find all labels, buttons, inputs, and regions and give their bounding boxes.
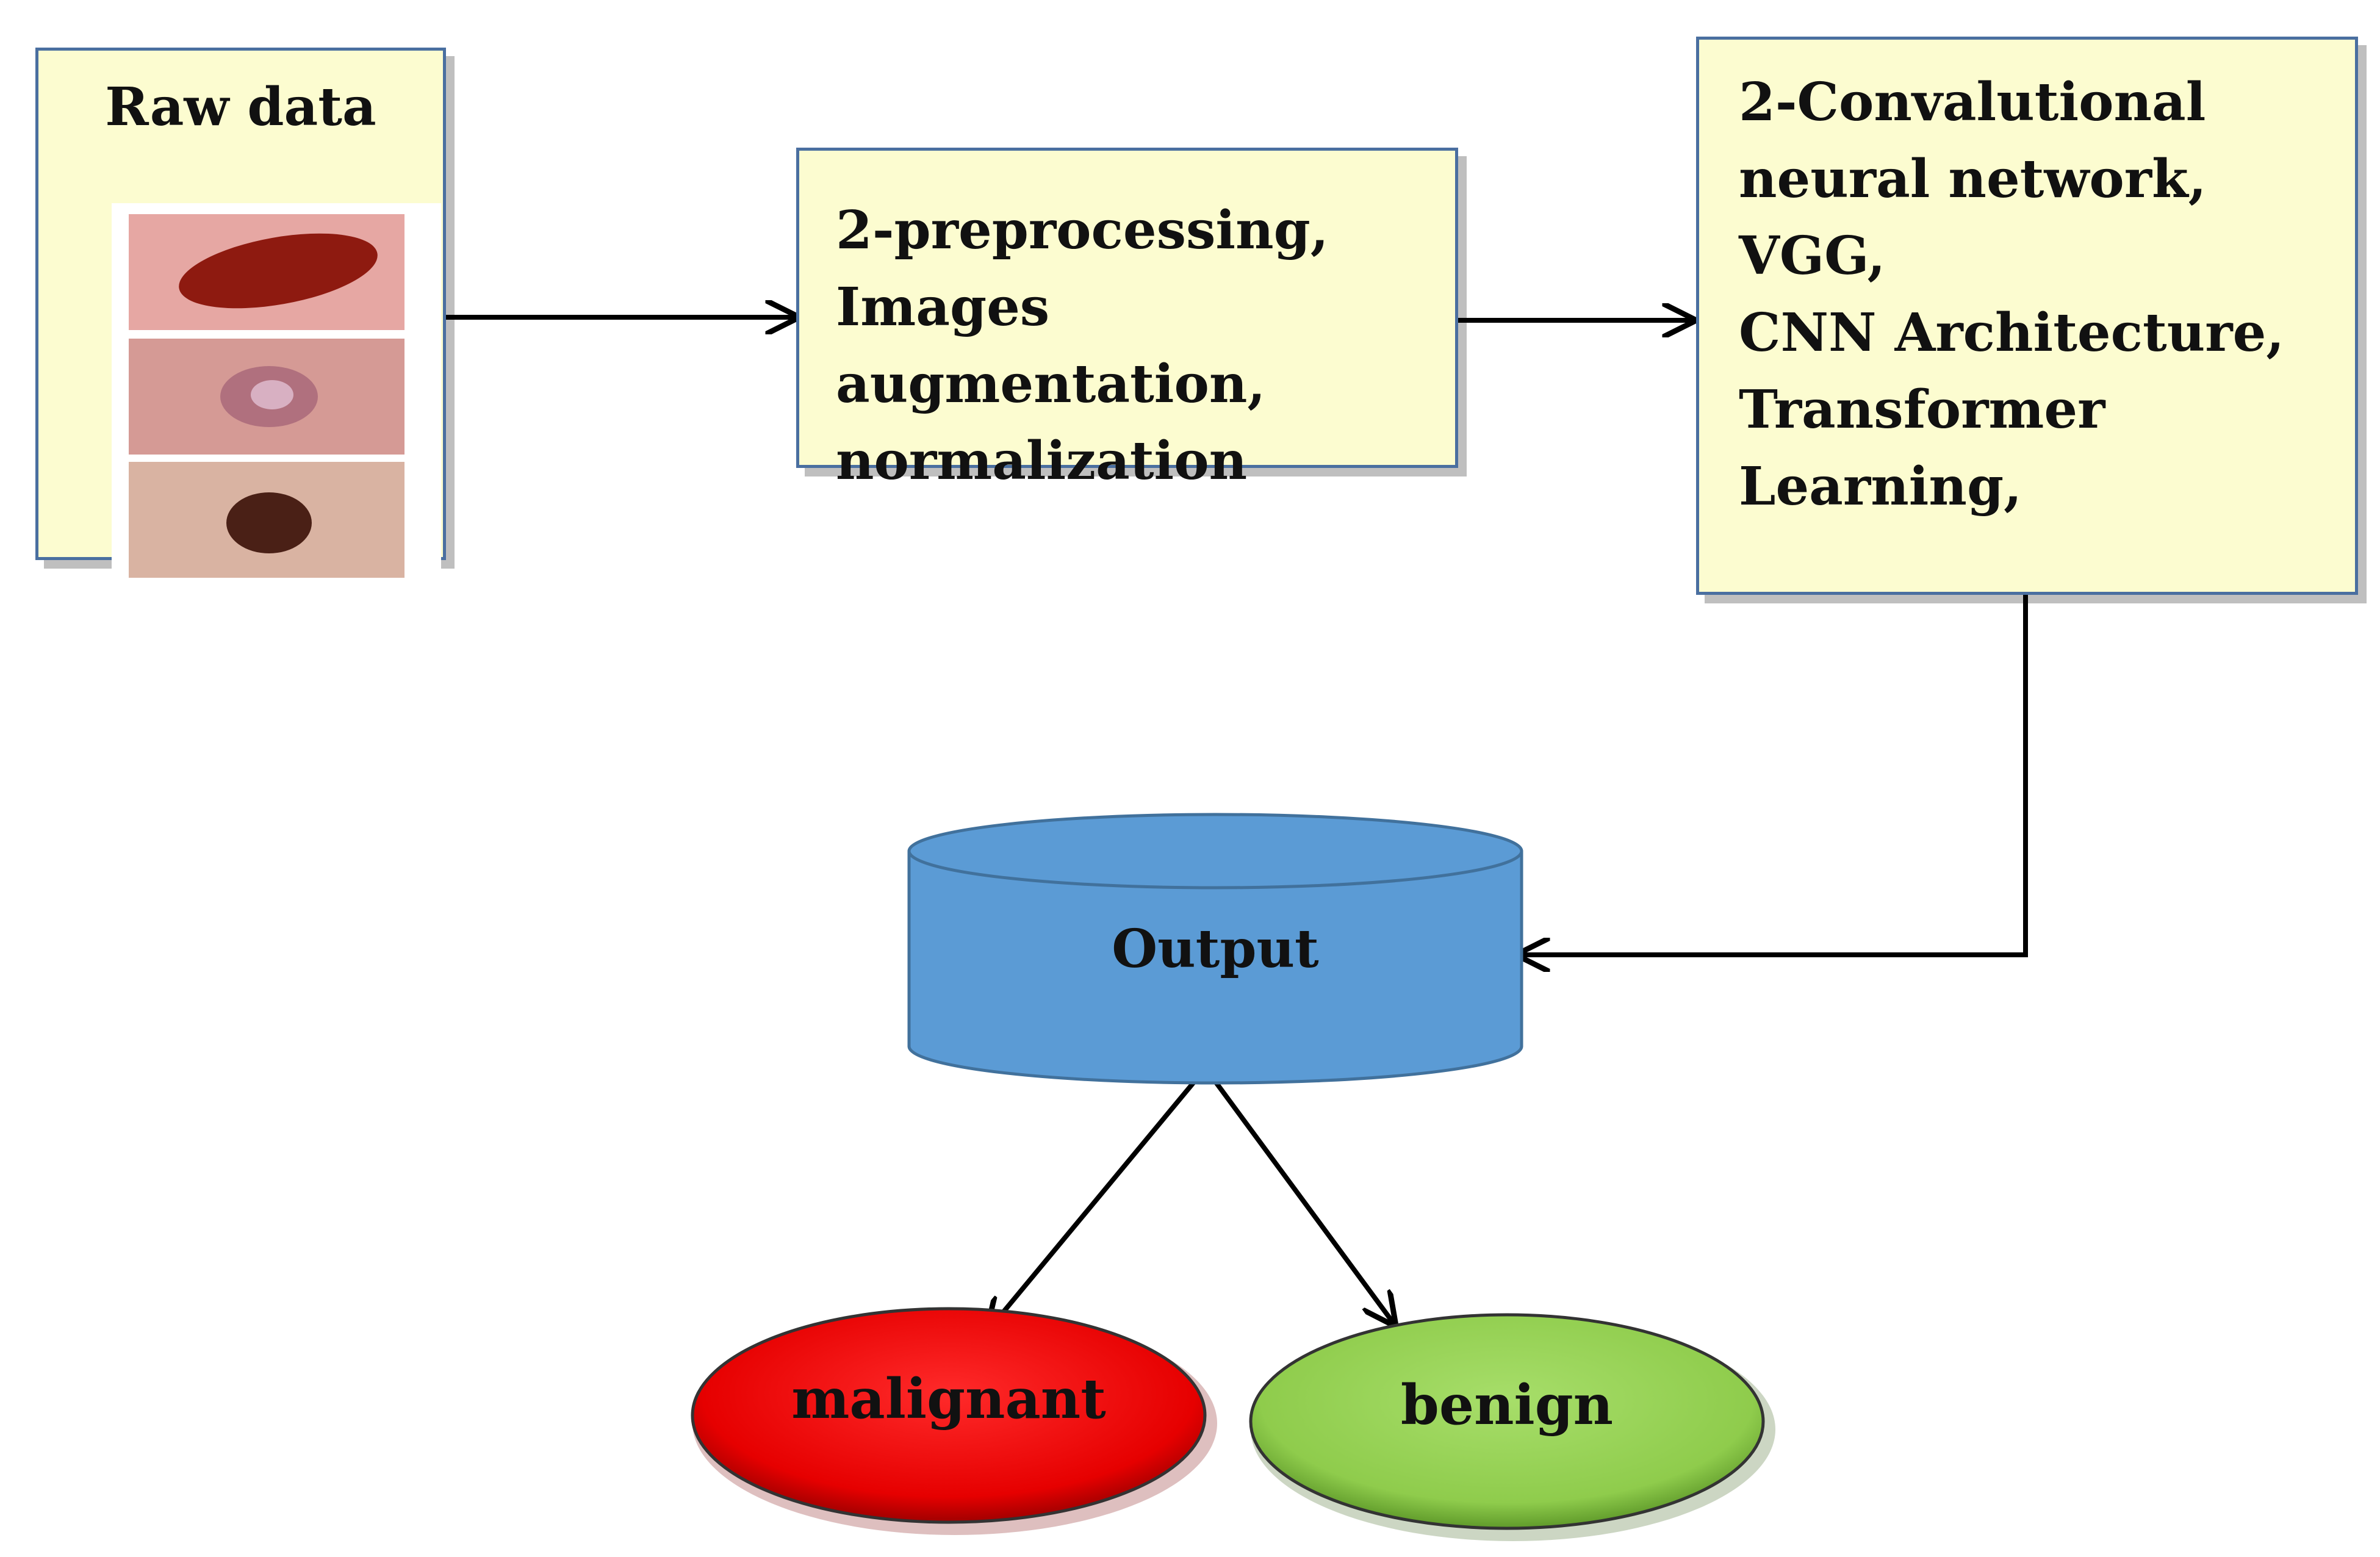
raw-data-box: Raw data [35,48,446,588]
lesion-image-2 [129,339,404,455]
models-line-3: VGG, [1739,225,1886,287]
raw-data-label: Raw data [105,76,376,138]
models-line-5: Transformer [1739,379,2105,440]
skin-lesion-thumbnails [112,203,441,588]
lesion-image-3 [129,462,404,578]
output-cylinder [907,813,1523,1085]
malignant-ellipse [691,1307,1217,1535]
arrow-models-to-output [1519,583,2028,955]
preprocessing-line-3: normalization [836,430,1248,492]
malignant-label: malignant [791,1367,1106,1431]
preprocessing-box: 2-preprocessing, Images augmentation, no… [796,148,1458,492]
preprocessing-text: 2-preprocessing, Images augmentation, no… [836,192,1455,500]
benign-label: benign [1400,1373,1614,1437]
benign-ellipse [1249,1313,1775,1541]
models-line-1: 2-Convalutional [1739,71,2206,133]
preprocessing-line-2: Images augmentation, [836,276,1266,415]
models-line-6: Learning, [1739,456,2022,517]
output-label: Output [1112,918,1319,980]
models-text: 2-Convalutional neural network, VGG, CNN… [1739,64,2284,525]
models-line-2: neural network, [1739,148,2207,210]
models-line-4: CNN Architecture, [1739,302,2285,364]
arrow-output-to-benign [1212,1078,1394,1324]
lesion-image-1 [129,214,404,330]
preprocessing-line-1: 2-preprocessing, [836,200,1329,261]
arrow-output-to-malignant [988,1078,1198,1330]
models-box: 2-Convalutional neural network, VGG, CNN… [1696,37,2358,595]
